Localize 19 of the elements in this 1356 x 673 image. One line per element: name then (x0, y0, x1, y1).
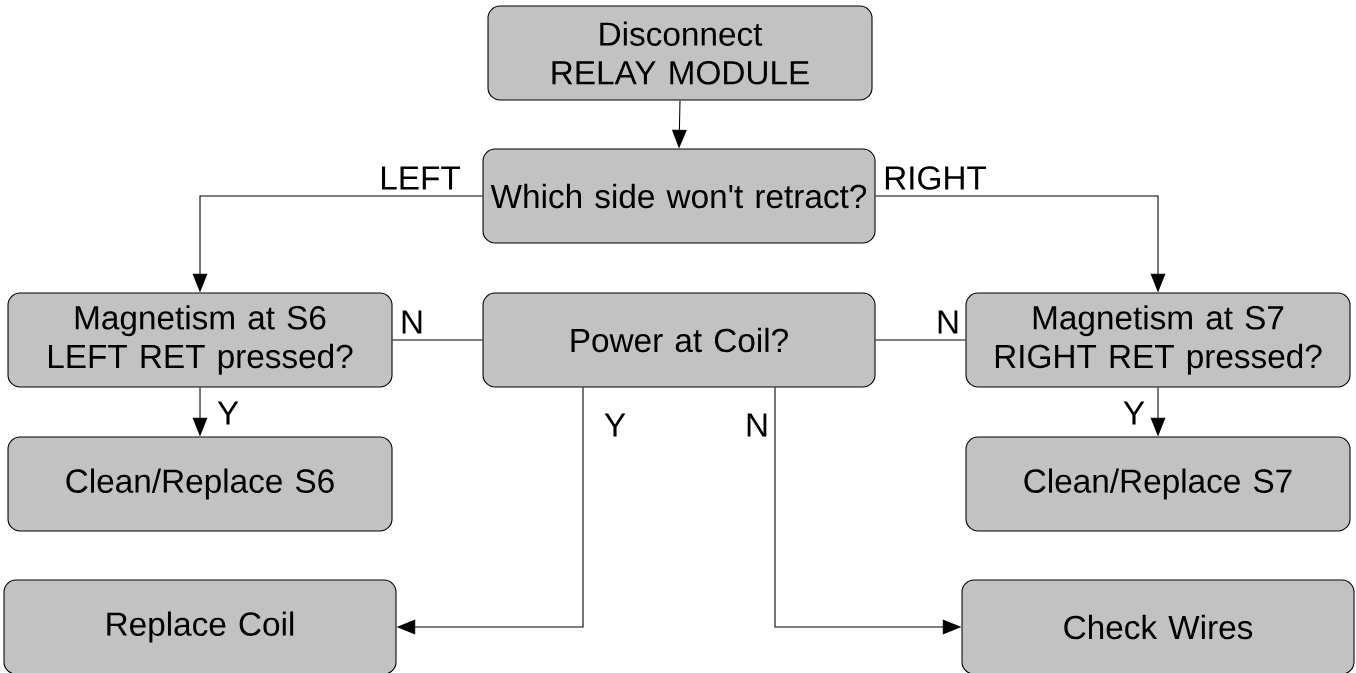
edge-label: N (398, 309, 426, 335)
edge-label: N (934, 309, 962, 335)
connector-line (392, 339, 483, 341)
decision-box: Power at Coil? (482, 292, 876, 388)
process-box: Check Wires (961, 579, 1355, 673)
edge-label: RIGHT (881, 164, 989, 192)
edge-label: LEFT (377, 165, 463, 191)
edge-label: N (743, 412, 771, 438)
decision-box: Which side won't retract? (482, 148, 876, 244)
connector-line (875, 339, 966, 341)
process-box: Disconnect RELAY MODULE (487, 5, 873, 101)
process-box: Clean/Replace S6 (7, 436, 393, 532)
process-box: Clean/Replace S7 (965, 436, 1351, 532)
decision-box: Magnetism at S7 RIGHT RET pressed? (965, 292, 1351, 388)
process-box: Replace Coil (3, 579, 397, 673)
edge-label: Y (1121, 400, 1147, 426)
edge-label: Y (602, 412, 628, 438)
decision-box: Magnetism at S6 LEFT RET pressed? (7, 292, 393, 388)
edge-label: Y (215, 400, 241, 426)
